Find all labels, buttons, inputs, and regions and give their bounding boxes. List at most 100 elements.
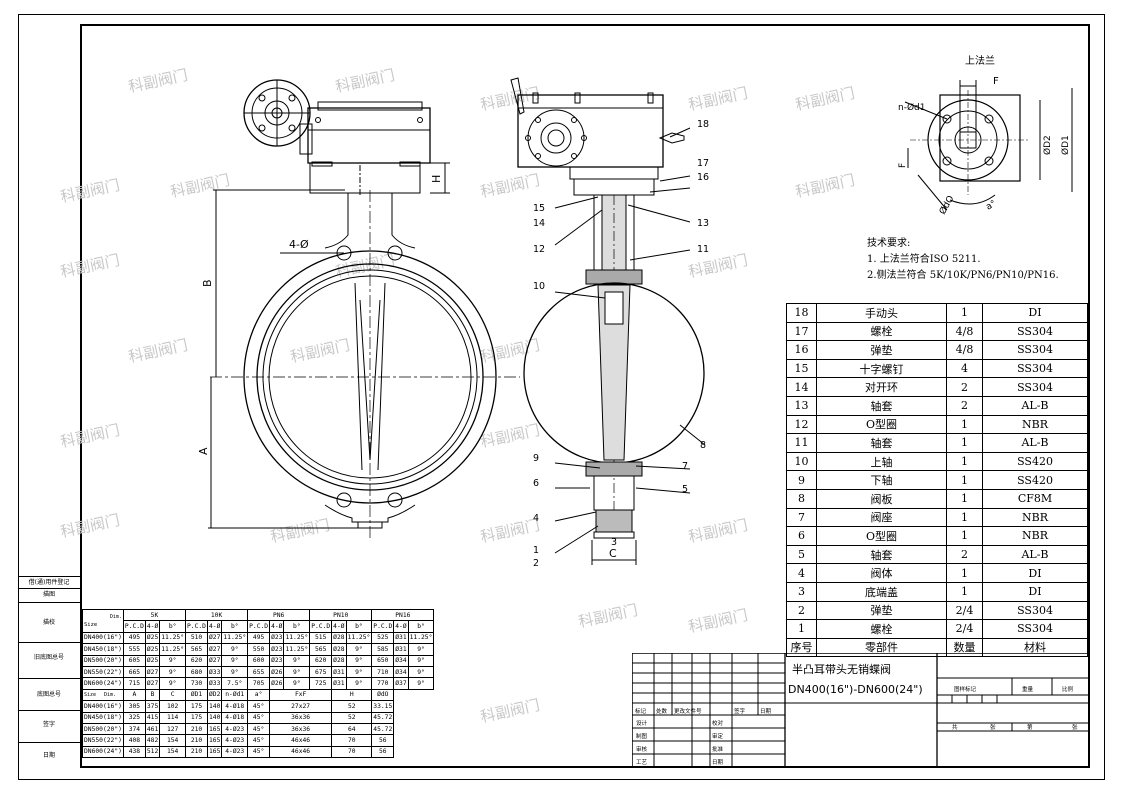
bom-cell: 2 [946,377,983,397]
flange-cell: Ø28 [331,643,347,656]
bom-cell: 2/4 [946,600,983,621]
main-cell: 140 [206,700,223,713]
bom-cell: 螺栓 [816,321,947,342]
main-cell: 36x36 [269,711,333,724]
right-header-scale: 比例 [1062,685,1074,693]
signer-design: 设计 [636,719,648,727]
flange-cell: Ø31 [393,643,409,656]
corner-cell: Dim.Size [82,609,124,633]
main-cell: 4-Ø23 [221,734,249,747]
flange-d0-label: ØdO [937,194,956,217]
bom-cell: 1 [946,563,983,583]
rev-header-sign: 签字 [734,707,746,715]
flange-sub-header: P.C.D [371,620,395,633]
bom-cell: 1 [946,507,983,528]
bom-cell: SS304 [982,377,1088,397]
side-row: 借(通)用件登记 [18,576,80,588]
check-proof: 校对 [712,719,724,727]
side-row: 底图总号 [18,678,80,710]
dim-h-label: H [430,175,443,183]
flange-cell: 705 [247,677,271,690]
flange-cell: 9° [221,643,249,656]
flange-cell: 9° [345,677,373,690]
main-cell: 4-Ø23 [221,745,249,759]
bom-cell: SS304 [982,321,1088,342]
bom-cell: NBR [982,526,1088,546]
flange-group-header: PN6 [247,608,311,622]
flange-cell: 555 [122,643,146,656]
dim-a-label: A [197,447,210,455]
bom-cell: AL-B [982,433,1088,453]
bom-cell: 4/8 [946,340,983,360]
main-cell: 210 [185,745,208,759]
main-cell: 438 [122,745,146,759]
bom-cell: 底端盖 [816,581,947,602]
flange-cell: 9° [407,665,435,679]
main-cell: 4-Ø18 [221,700,249,713]
flange-sub-header: P.C.D [309,620,333,633]
bom-cell: 1 [946,433,983,453]
bom-cell: 下轴 [816,470,947,490]
bom-cell: 2 [946,395,983,416]
sheet-unit-2: 张 [1072,723,1078,731]
flange-cell: Ø34 [393,665,409,679]
bom-cell: 1 [946,581,983,602]
flange-cell: 600 [247,654,271,667]
flange-cell: Ø26 [269,677,285,690]
bom-cell: CF8M [982,488,1088,509]
main-cell: 165 [206,745,223,759]
flange-d2-label: ØD2 [1042,135,1053,155]
bom-cell: 对开环 [816,377,947,397]
flange-cell: Ø25 [144,643,161,656]
flange-cell: 515 [309,631,333,645]
drawing-size-range: DN400(16")-DN600(24") [788,683,923,696]
rev-header-doc: 更改文件号 [674,707,702,715]
callout-9: 9 [533,453,539,464]
bom-cell: 1 [786,619,817,639]
main-cell: 114 [159,711,187,724]
right-header-mark: 图样标记 [954,685,977,693]
flange-cell: 605 [122,654,146,667]
flange-cell: 11.25° [407,631,435,645]
bom-cell: 14 [786,377,817,397]
callout-10: 10 [533,281,545,292]
callout-12: 12 [533,244,545,255]
flange-detail [904,80,1073,211]
flange-cell: 9° [283,654,311,667]
main-cell: 127 [159,722,187,736]
flange-cell: 9° [283,677,311,690]
main-cell: 154 [159,734,187,747]
main-cell: 175 [185,700,208,713]
bom-cell: 4 [786,563,817,583]
main-cell: 33.15 [371,700,395,713]
flange-cell: Ø23 [269,631,285,645]
flange-cell: 770 [371,677,395,690]
flange-cell: 620 [185,654,208,667]
main-cell: 45° [247,745,271,759]
flange-cell: 510 [185,631,208,645]
flange-cell: 11.25° [159,643,187,656]
flange-cell: 710 [371,665,395,679]
flange-sub-header: 4-Ø [393,620,409,633]
flange-cell: DN450(18") [82,643,124,656]
main-header-cell: a° [247,688,271,702]
flange-sub-header: b° [345,620,373,633]
bom-cell: 11 [786,433,817,453]
main-cell: 45° [247,711,271,724]
main-cell: 36x36 [269,722,333,736]
side-row: 描校 [18,602,80,642]
main-cell: DN450(18") [82,711,124,724]
flange-sub-header: 4-Ø [144,620,161,633]
main-header-cell: C [159,688,187,702]
